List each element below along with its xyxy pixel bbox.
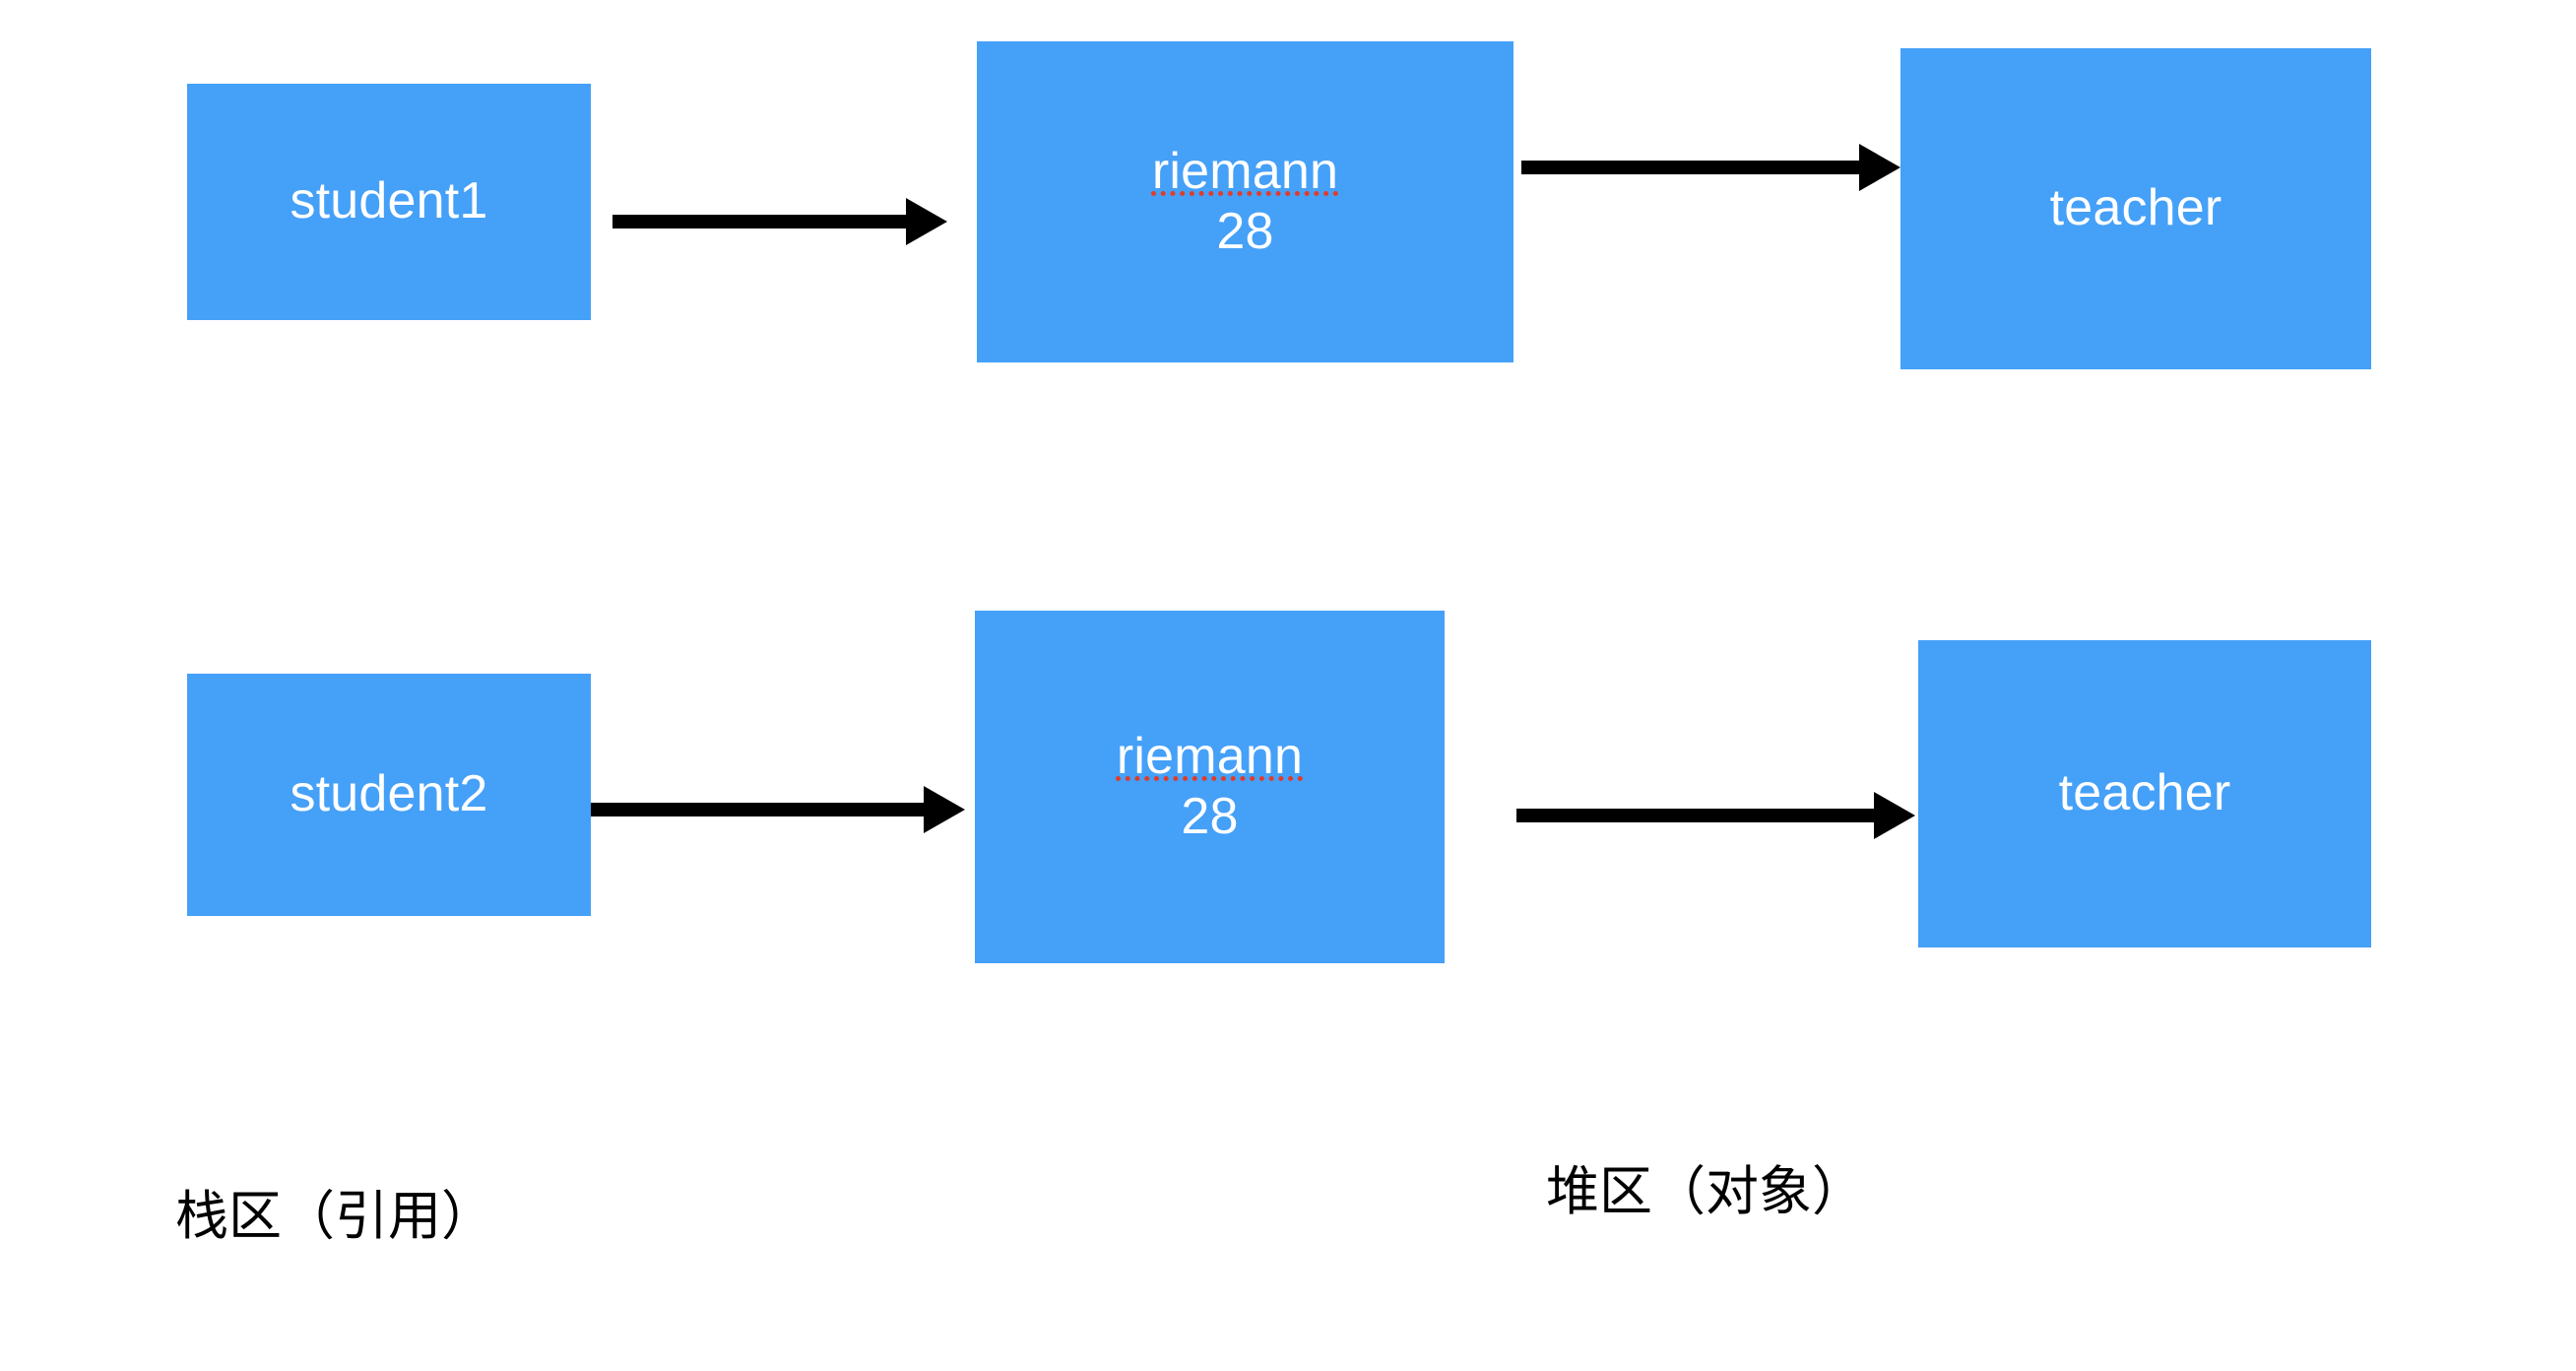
arrow-head-icon [924,786,965,833]
heap-object-value-label-1: 28 [1216,203,1274,260]
heap-object-box-teacher-1[interactable]: teacher [1900,48,2371,369]
heap-object-label-teacher-1: teacher [2049,179,2222,237]
arrow-shaft [1516,809,1874,822]
arrow-head-icon [1859,144,1900,191]
stack-reference-label-student1: student1 [290,172,488,230]
heap-object-box-teacher-2[interactable]: teacher [1918,640,2371,947]
arrow-head-icon [1874,792,1915,839]
heap-object-box-riemann-2[interactable]: riemann 28 [975,611,1445,963]
arrow-shaft [1521,161,1859,174]
heap-object-value-label-2: 28 [1181,788,1239,845]
arrow-head-icon [906,198,947,245]
stack-reference-label-student2: student2 [290,765,488,823]
heap-object-class-label-2: riemann [1116,727,1304,785]
region-label-heap: 堆区（对象） [1546,1160,1865,1222]
arrow-shaft [591,803,924,816]
heap-object-class-label-1: riemann [1151,142,1339,200]
heap-object-box-riemann-1[interactable]: riemann 28 [977,41,1513,362]
stack-reference-box-student2[interactable]: student2 [187,674,591,916]
region-label-stack: 栈区（引用） [175,1185,494,1247]
stack-reference-box-student1[interactable]: student1 [187,84,591,320]
heap-object-label-teacher-2: teacher [2058,764,2231,822]
arrow-shaft [612,215,906,228]
